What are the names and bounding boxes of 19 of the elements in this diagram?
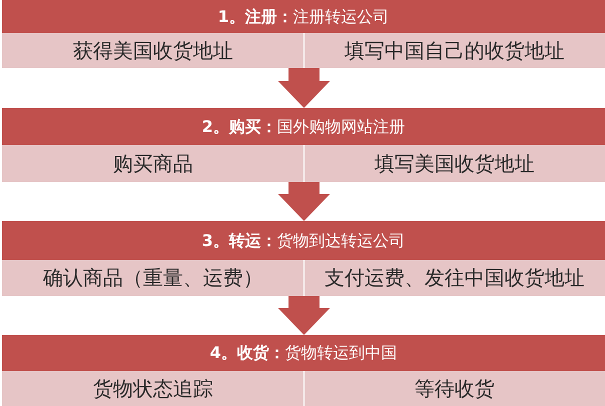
step-panel xyxy=(2,335,605,406)
down-arrow xyxy=(278,68,330,108)
task-text: 填写中国自己的收货地址 xyxy=(344,39,564,62)
step-panel xyxy=(2,108,605,182)
task-text: 获得美国收货地址 xyxy=(73,39,233,62)
down-arrow xyxy=(278,296,330,335)
down-arrow xyxy=(278,182,330,221)
task-text: 货物状态追踪 xyxy=(93,377,213,400)
step-header: 1。注册：注册转运公司 xyxy=(2,0,605,33)
task-text: 确认商品（重量、运费） xyxy=(43,266,263,290)
step-panel xyxy=(2,0,605,68)
task-text: 购买商品 xyxy=(113,152,193,175)
step-panel xyxy=(2,221,605,296)
task-text: 填写美国收货地址 xyxy=(374,152,534,175)
task-text: 等待收货 xyxy=(414,377,494,400)
step-header: 2。购买：国外购物网站注册 xyxy=(2,108,605,145)
step-header: 3。转运：货物到达转运公司 xyxy=(2,221,605,260)
task-text: 支付运费、发往中国收货地址 xyxy=(324,266,584,290)
step-header: 4。收货：货物转运到中国 xyxy=(2,335,605,371)
